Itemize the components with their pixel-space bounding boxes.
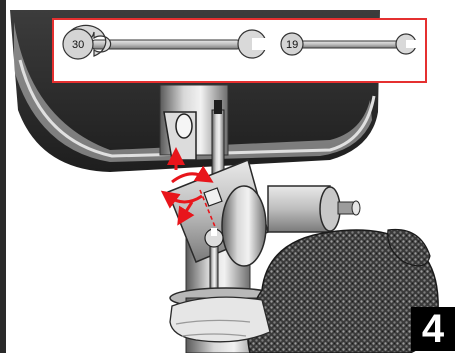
left-frame-edge — [0, 0, 6, 353]
housing-end-cap — [222, 186, 266, 266]
vertical-rod — [212, 110, 224, 180]
step-number-badge: 4 — [411, 307, 455, 351]
wrench-30-label: 30 — [72, 39, 84, 51]
clamp-eye — [176, 114, 192, 138]
rod-cap — [214, 100, 222, 114]
wrench-19-label: 19 — [286, 39, 298, 51]
motor-knob-cap — [352, 201, 360, 215]
motor-end — [320, 187, 340, 231]
